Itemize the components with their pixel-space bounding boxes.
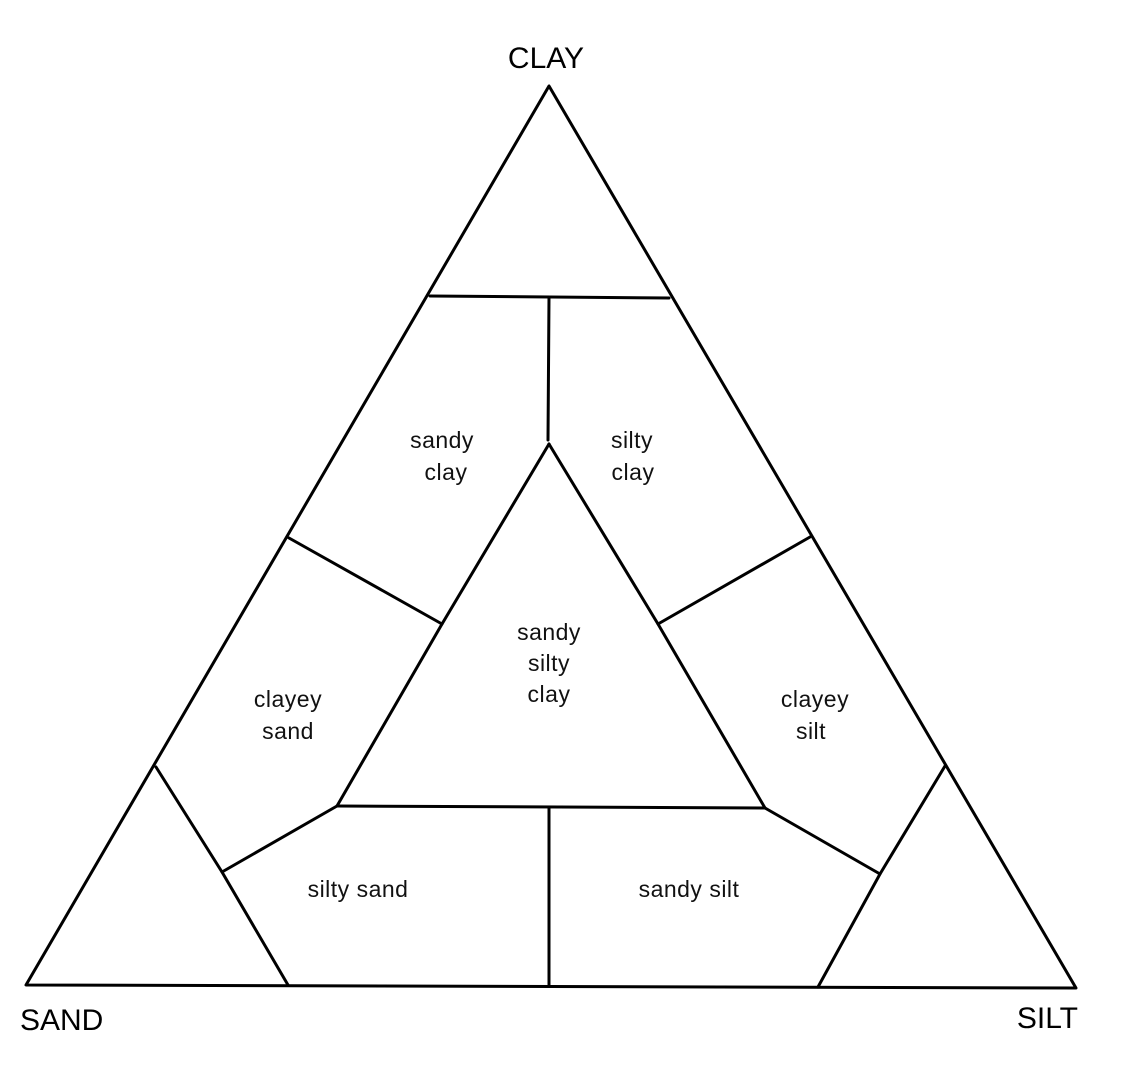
region-label-line: silt (796, 718, 826, 744)
silty-clay-clayey-silt-divider (656, 535, 812, 626)
sandy-clay-clayey-sand-divider (287, 536, 444, 626)
vertex-label-sand: SAND (20, 1004, 103, 1037)
vertex-label-clay: CLAY (508, 42, 584, 75)
clayey-silt-sandy-silt-divider (763, 806, 882, 876)
region-silty-sand: silty sand (308, 876, 409, 902)
region-clayey-silt: clayey silt (781, 686, 849, 744)
inner-triangle-right-edge (547, 442, 767, 810)
region-label-line: silty (611, 427, 653, 453)
silt-corner-boundary (816, 764, 947, 989)
region-label-line: sandy (517, 619, 581, 645)
region-sandy-silty-clay: sandy silty clay (517, 619, 581, 707)
region-clayey-sand: clayey sand (254, 686, 322, 744)
inner-triangle-base (335, 804, 767, 810)
region-label-line: silty sand (308, 876, 409, 902)
sand-corner-boundary (154, 765, 290, 987)
region-label-line: sand (262, 718, 314, 744)
region-label-line: clay (612, 459, 655, 485)
region-label-line: clayey (254, 686, 322, 712)
region-sandy-clay: sandy clay (410, 427, 474, 485)
outer-triangle (24, 84, 1078, 990)
sandy-silty-clay-divider (546, 295, 551, 442)
region-label-line: sandy silt (639, 876, 740, 902)
vertex-label-silt: SILT (1017, 1002, 1078, 1035)
clayey-sand-silty-sand-divider (220, 804, 339, 874)
region-sandy-silt: sandy silt (639, 876, 740, 902)
region-label-line: clay (425, 459, 468, 485)
region-label-line: clay (528, 681, 571, 707)
region-label-line: clayey (781, 686, 849, 712)
region-silty-clay: silty clay (611, 427, 655, 485)
region-label-line: sandy (410, 427, 474, 453)
region-label-line: silty (528, 650, 570, 676)
